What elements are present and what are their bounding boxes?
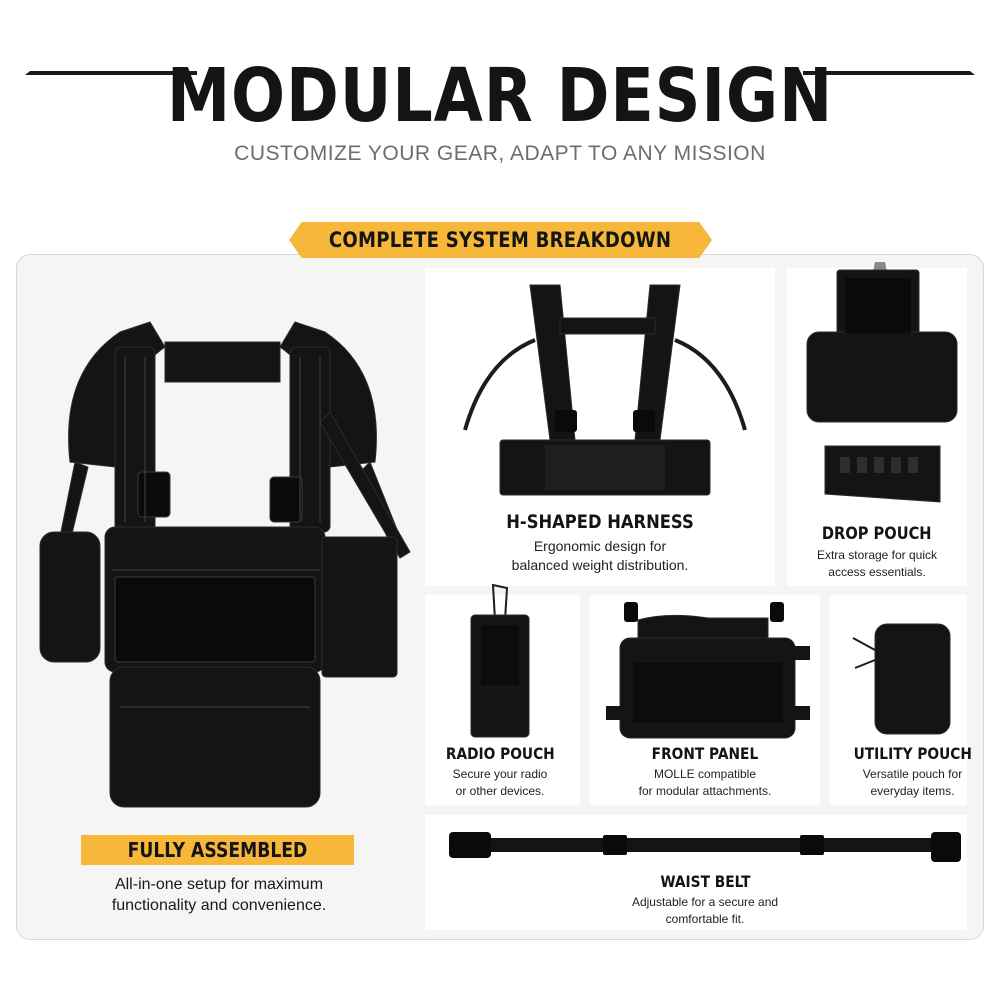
header-decor-line-left: [25, 71, 197, 75]
fully-assembled-description: All-in-one setup for maximum functionali…: [60, 874, 378, 916]
waist-belt-description: Adjustable for a secure and comfortable …: [425, 894, 985, 928]
waist-belt-desc-line1: Adjustable for a secure and: [631, 895, 779, 909]
drop-pouch-desc-line1: Extra storage for quick: [816, 548, 938, 562]
drop-pouch-title: DROP POUCH: [822, 524, 932, 544]
drop-pouch-description: Extra storage for quick access essential…: [787, 547, 967, 581]
waist-belt-image: [449, 832, 961, 862]
section-banner-label: COMPLETE SYSTEM BREAKDOWN: [329, 228, 672, 252]
radio-pouch-title: RADIO POUCH: [445, 744, 555, 763]
waist-belt-desc-line2: comfortable fit.: [665, 912, 745, 926]
utility-pouch-desc-line2: everyday items.: [870, 784, 955, 798]
utility-pouch-image: [852, 623, 951, 735]
harness-title: H-SHAPED HARNESS: [506, 511, 694, 533]
utility-pouch-title: UTILITY POUCH: [853, 744, 972, 763]
front-panel-image: [606, 602, 810, 739]
fully-assembled-desc-line1: All-in-one setup for maximum: [114, 876, 324, 893]
h-shaped-harness-image: [463, 284, 747, 496]
front-panel-description: MOLLE compatible for modular attachments…: [590, 766, 820, 800]
fully-assembled-title: FULLY ASSEMBLED: [127, 838, 308, 862]
radio-pouch-image: [470, 583, 530, 738]
drop-pouch-image: [806, 262, 958, 503]
header-decor-line-right: [803, 71, 975, 75]
drop-pouch-desc-line2: access essentials.: [828, 565, 926, 579]
harness-desc-line2: balanced weight distribution.: [511, 557, 689, 573]
waist-belt-cell: [425, 815, 967, 930]
harness-description: Ergonomic design for balanced weight dis…: [425, 537, 775, 575]
page-title: MODULAR DESIGN: [166, 53, 834, 139]
assembled-chest-rig-image: [39, 321, 411, 808]
front-panel-desc-line2: for modular attachments.: [638, 784, 772, 798]
section-banner: COMPLETE SYSTEM BREAKDOWN: [289, 222, 712, 258]
utility-pouch-desc-line1: Versatile pouch for: [862, 767, 963, 781]
radio-pouch-desc-line2: or other devices.: [455, 784, 545, 798]
page-subtitle: CUSTOMIZE YOUR GEAR, ADAPT TO ANY MISSIO…: [234, 142, 766, 165]
front-panel-desc-line1: MOLLE compatible: [653, 767, 757, 781]
utility-pouch-description: Versatile pouch for everyday items.: [830, 766, 995, 800]
waist-belt-title: WAIST BELT: [659, 872, 751, 891]
radio-pouch-description: Secure your radio or other devices.: [425, 766, 575, 800]
radio-pouch-desc-line1: Secure your radio: [452, 767, 548, 781]
fully-assembled-desc-line2: functionality and convenience.: [111, 897, 327, 914]
front-panel-title: FRONT PANEL: [651, 744, 759, 763]
fully-assembled-label: FULLY ASSEMBLED: [81, 835, 354, 865]
harness-desc-line1: Ergonomic design for: [533, 538, 667, 554]
